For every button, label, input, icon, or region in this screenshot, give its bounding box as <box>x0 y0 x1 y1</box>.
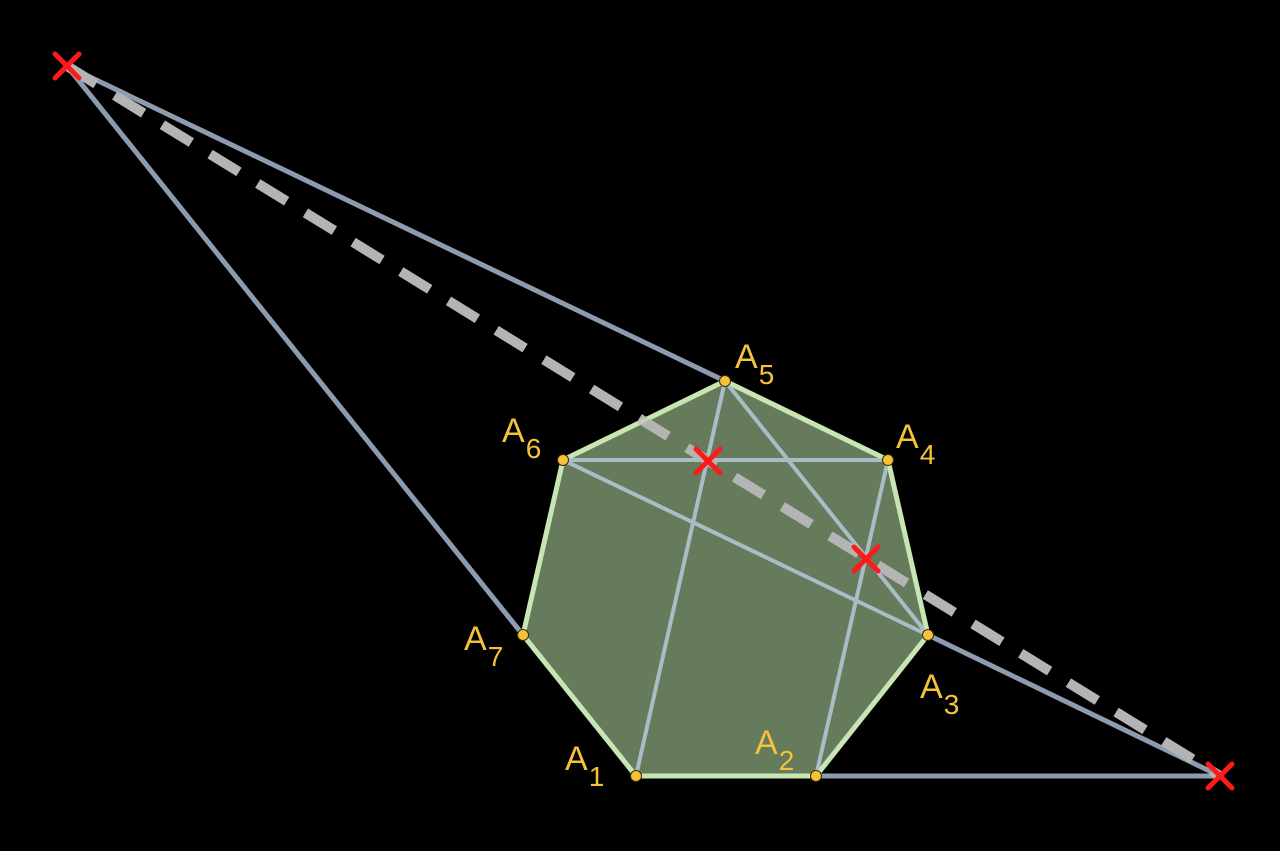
line-a5-to-top-left <box>64 63 728 384</box>
vertex-dot-a5 <box>719 375 731 387</box>
vertex-label-a5: A5 <box>735 338 774 390</box>
cross-mark-inner-lower <box>851 544 881 574</box>
vertex-label-a2: A2 <box>755 724 794 776</box>
vertex-label-a6: A6 <box>502 412 541 464</box>
cross-mark-inner-upper <box>693 446 723 476</box>
vertex-label-a3: A3 <box>920 668 959 720</box>
diagonal-a6-a3 <box>561 458 930 637</box>
line-a3-to-bottom-right <box>925 632 1223 779</box>
vertex-label-a4: A4 <box>896 418 935 470</box>
diagonals <box>561 379 930 778</box>
vertex-dot-a4 <box>882 454 894 466</box>
extension-lines <box>64 63 1223 779</box>
diagonal-a2-a4 <box>814 458 890 778</box>
cross-marks <box>52 51 1235 791</box>
cross-mark-bottom-right <box>1205 761 1235 791</box>
vertex-labels: A1 A2 A3 A4 A5 A6 A7 <box>464 338 959 792</box>
diagonal-a5-a3 <box>723 379 930 637</box>
line-a7-to-top-left <box>64 63 526 638</box>
vertex-dots <box>517 375 934 782</box>
vertex-label-a1: A1 <box>565 740 604 792</box>
diagonal-a1-a5 <box>634 379 727 778</box>
vertex-dot-a6 <box>557 454 569 466</box>
heptagon-outline <box>521 379 930 778</box>
vertex-dot-a7 <box>517 629 529 641</box>
vertex-label-a7: A7 <box>464 620 503 672</box>
cross-mark-top-left <box>52 51 82 81</box>
vertex-dot-a2 <box>810 770 822 782</box>
vertex-dot-a1 <box>630 770 642 782</box>
heptagon-fill <box>520 378 931 779</box>
vertex-dot-a3 <box>922 629 934 641</box>
